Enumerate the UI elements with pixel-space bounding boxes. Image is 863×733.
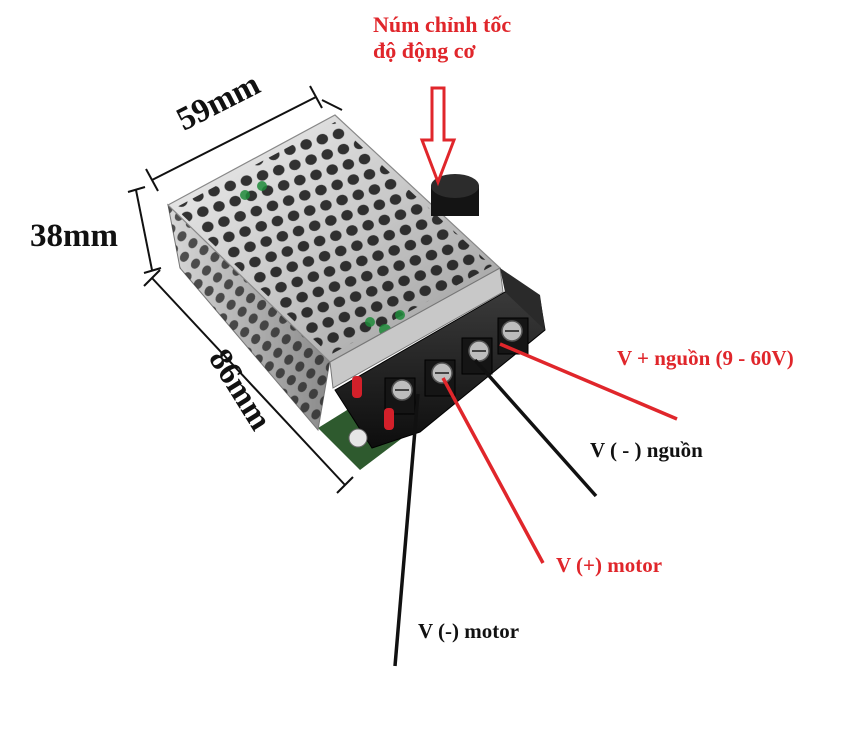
- v-minus-motor-line: [393, 393, 420, 667]
- v-minus-source-line: [473, 358, 598, 498]
- knob-arrow: [419, 86, 457, 187]
- v-plus-source-line: [499, 342, 678, 421]
- v-plus-motor-label: V (+) motor: [556, 553, 663, 577]
- led-indicators: [348, 376, 394, 448]
- dimension-width-line: [145, 85, 343, 192]
- knob-title-line2: độ động cơ: [373, 38, 476, 63]
- v-plus-motor-line: [441, 377, 545, 564]
- v-plus-source-label: V + nguồn (9 - 60V): [617, 346, 794, 370]
- terminal-block: [384, 317, 529, 415]
- speed-knob: [431, 174, 479, 216]
- dimension-length-line: [143, 269, 354, 494]
- v-minus-source-label: V ( - ) nguồn: [590, 438, 703, 462]
- knob-title-line1: Núm chỉnh tốc: [373, 12, 512, 37]
- speed-controller-device: [166, 114, 546, 470]
- dimension-height-line: [127, 186, 162, 274]
- v-minus-motor-label: V (-) motor: [418, 619, 520, 643]
- dimension-height-label: 38mm: [30, 218, 118, 254]
